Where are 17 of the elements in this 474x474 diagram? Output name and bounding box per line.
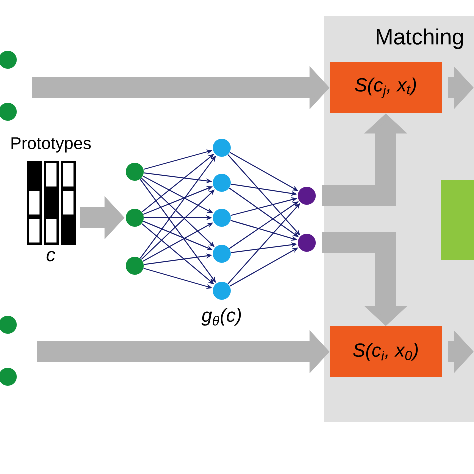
neuron-circle xyxy=(213,174,231,192)
prototype-drawing xyxy=(27,161,76,246)
similarity-box: S(c$_{j}$, x$_{t}$) xyxy=(330,62,442,114)
neuron-circle xyxy=(126,257,144,275)
neuron-circle xyxy=(213,282,231,300)
neuron-circle xyxy=(213,139,231,157)
neuron-circle xyxy=(213,209,231,227)
symbol-label: c xyxy=(46,251,56,262)
heading: Prototypes xyxy=(12,138,92,153)
neuron-circle xyxy=(126,209,144,227)
neuron-circle xyxy=(298,234,316,252)
neuron-circle xyxy=(126,163,144,181)
function-label: g$_{θ}$(c) xyxy=(202,308,242,326)
neuron-circle xyxy=(213,245,231,263)
similarity-box: S(c$_{i}$, x$_{0}$) xyxy=(330,326,442,378)
output-box xyxy=(441,180,474,260)
neuron-circle xyxy=(298,187,316,205)
